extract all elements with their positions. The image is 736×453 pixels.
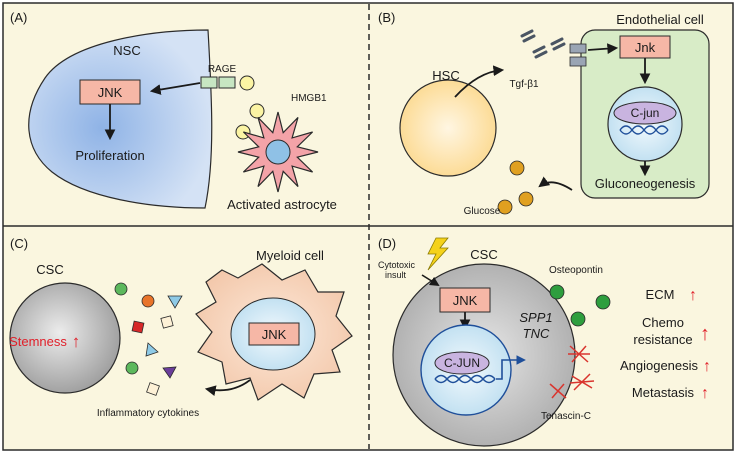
insult-line-2: insult bbox=[385, 270, 407, 280]
tenascin-label: Tenascin-C bbox=[541, 411, 591, 422]
rage-segment-2 bbox=[218, 76, 236, 89]
jnk-label-d: JNK bbox=[453, 293, 478, 308]
cytokine-orange bbox=[141, 294, 155, 308]
csc-label-d: CSC bbox=[470, 247, 497, 262]
csc-label-c: CSC bbox=[36, 262, 63, 277]
hmgb1-dot-2 bbox=[249, 103, 265, 119]
effect-ecm-arrow: ↑ bbox=[689, 287, 697, 304]
tgf-receptor-1 bbox=[569, 43, 587, 54]
effect-angiogenesis-arrow: ↑ bbox=[703, 358, 711, 375]
glucose-dot-2 bbox=[518, 191, 534, 207]
tgf-ligands bbox=[520, 29, 566, 59]
gluconeogenesis-label: Gluconeogenesis bbox=[595, 176, 696, 191]
cytokine-cream-square-2 bbox=[146, 382, 160, 396]
effect-chemo-arrow: ↑ bbox=[700, 323, 710, 345]
nsc-cell bbox=[28, 29, 213, 209]
hmgb1-label: HMGB1 bbox=[291, 93, 327, 104]
tgf-label: Tgf-β1 bbox=[509, 79, 539, 90]
arrow-insult-to-jnk bbox=[421, 274, 440, 287]
arrow-myeloid-to-cytokines bbox=[204, 379, 251, 396]
astrocyte-nucleus bbox=[265, 139, 291, 165]
endothelial-label: Endothelial cell bbox=[616, 12, 704, 27]
myeloid-label: Myeloid cell bbox=[256, 248, 324, 263]
osteopontin-dot-2 bbox=[570, 311, 586, 327]
osteopontin-dot-3 bbox=[595, 294, 611, 310]
cytokine-blue-triangle-2 bbox=[145, 342, 159, 357]
dna-strand-1-d bbox=[434, 374, 496, 384]
arrow-gluco-to-glucose bbox=[538, 176, 573, 191]
nsc-label: NSC bbox=[113, 43, 140, 58]
panel-c-tag: (C) bbox=[10, 236, 28, 251]
insult-line-1: Cytotoxic bbox=[378, 260, 416, 270]
astrocyte-label: Activated astrocyte bbox=[227, 197, 337, 212]
effect-chemo-line-1: Chemo bbox=[642, 315, 684, 330]
stemness-label: Stemness bbox=[9, 334, 67, 349]
panel-c: (C) CSC Stemness ↑ Inflammatory cytokine… bbox=[9, 236, 353, 419]
hsc-label: HSC bbox=[432, 68, 459, 83]
proliferation-label: Proliferation bbox=[75, 148, 144, 163]
panel-b: (B) Endothelial cell Jnk C-jun Gluconeog… bbox=[378, 10, 710, 217]
panel-d: (D) CSC Cytotoxic insult JNK C-JUN SPP1 … bbox=[378, 236, 711, 447]
jnk-box-d bbox=[439, 287, 491, 313]
panel-a-tag: (A) bbox=[10, 10, 27, 25]
arrow-rage-to-jnk bbox=[149, 82, 201, 95]
lightning-icon bbox=[427, 237, 449, 271]
csc-cell-c bbox=[9, 282, 121, 394]
osteopontin-label: Osteopontin bbox=[549, 265, 603, 276]
cytokine-green-2 bbox=[125, 361, 139, 375]
tenascin-marks bbox=[549, 345, 595, 399]
effect-angiogenesis: Angiogenesis bbox=[620, 358, 699, 373]
jnk-label-a: JNK bbox=[98, 85, 123, 100]
cytokines-label: Inflammatory cytokines bbox=[97, 408, 199, 419]
hsc-cell bbox=[399, 79, 497, 177]
cytokine-purple-triangle bbox=[162, 366, 177, 379]
osteopontin-dot-1 bbox=[549, 284, 565, 300]
cjun-label-b: C-jun bbox=[631, 106, 660, 120]
cjun-ellipse-b bbox=[613, 101, 677, 125]
effects-list: ECM ↑ Chemo resistance ↑ Angiogenesis ↑ … bbox=[620, 287, 711, 402]
gene-spp1: SPP1 bbox=[519, 310, 552, 325]
effect-metastasis-arrow: ↑ bbox=[701, 385, 709, 402]
effect-metastasis: Metastasis bbox=[632, 385, 695, 400]
cjun-label-d: C-JUN bbox=[444, 356, 480, 370]
tgf-receptor-2 bbox=[569, 56, 587, 67]
jnk-label-c: JNK bbox=[262, 327, 287, 342]
jnk-label-b: Jnk bbox=[635, 40, 656, 55]
jnk-box-c bbox=[248, 322, 300, 346]
panel-d-tag: (D) bbox=[378, 236, 396, 251]
glucose-dot-3 bbox=[497, 199, 513, 215]
dna-strand-2-d bbox=[434, 374, 496, 384]
arrow-receptor-to-jnk bbox=[587, 43, 619, 55]
rage-segment-1 bbox=[200, 76, 218, 89]
stemness-up-arrow: ↑ bbox=[72, 332, 81, 351]
cytokine-blue-triangle-1 bbox=[167, 295, 183, 309]
rage-label: RAGE bbox=[208, 64, 237, 75]
glucose-dot-1 bbox=[509, 160, 525, 176]
cytokine-red-square bbox=[131, 320, 145, 334]
cytokine-cream-square-1 bbox=[160, 315, 174, 329]
cytokine-green-1 bbox=[114, 282, 128, 296]
effect-chemo-line-2: resistance bbox=[633, 332, 692, 347]
panel-b-tag: (B) bbox=[378, 10, 395, 25]
dna-strand-2-b bbox=[619, 125, 669, 135]
arrow-hsc-to-tgf bbox=[454, 65, 505, 98]
glucose-label: Glucose bbox=[464, 206, 501, 217]
panel-a: (A) NSC JNK Proliferation RAGE HMGB1 Act… bbox=[10, 10, 337, 212]
cjun-ellipse-d bbox=[434, 351, 490, 375]
effect-ecm: ECM bbox=[646, 287, 675, 302]
gene-tnc: TNC bbox=[523, 326, 550, 341]
arrow-gene-expression bbox=[496, 355, 526, 380]
hmgb1-dot-1 bbox=[239, 75, 255, 91]
